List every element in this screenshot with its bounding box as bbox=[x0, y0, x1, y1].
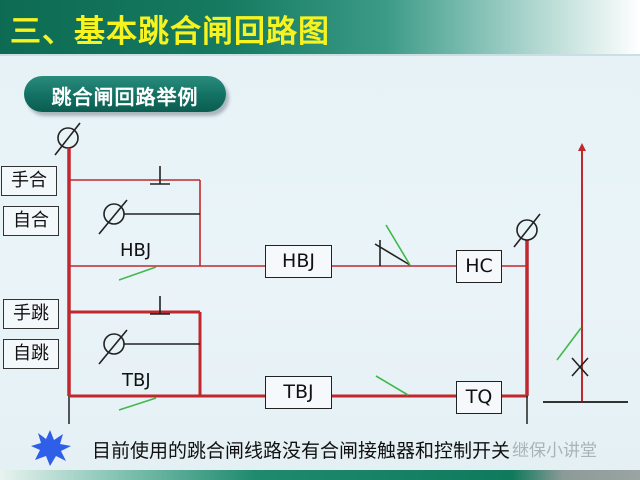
label-manual-close: 手合 bbox=[1, 166, 57, 196]
tbj-coil-label: TBJ bbox=[122, 370, 151, 391]
label-auto-close: 自合 bbox=[3, 206, 59, 236]
footer-note: 目前使用的跳合闸线路没有合闸接触器和控制开关 bbox=[92, 440, 511, 462]
subtitle-pill: 跳合闸回路举例 bbox=[24, 76, 226, 112]
hbj-relay-box: HBJ bbox=[265, 245, 332, 278]
tbj-holding-contact bbox=[150, 296, 170, 315]
star-bullet-icon bbox=[31, 430, 71, 466]
hbj-coil-label: HBJ bbox=[120, 240, 152, 261]
close-aux-contact bbox=[374, 224, 411, 266]
trip-aux-contact bbox=[375, 375, 409, 396]
hbj-green-contact bbox=[118, 266, 157, 281]
subtitle-label: 跳合闸回路举例 bbox=[51, 85, 199, 109]
bottom-bar bbox=[0, 470, 640, 480]
label-auto-trip: 自跳 bbox=[3, 339, 59, 369]
tbj-green-contact bbox=[118, 397, 157, 411]
terminal-symbol-right bbox=[513, 213, 541, 248]
tbj-relay-box: TBJ bbox=[265, 376, 332, 409]
hbj-holding-contact bbox=[150, 166, 170, 185]
tbj-coil-symbol bbox=[98, 329, 200, 365]
label-manual-trip: 手跳 bbox=[3, 299, 59, 329]
hbj-coil-symbol bbox=[98, 199, 200, 235]
arrow-head-icon bbox=[578, 143, 586, 151]
hc-coil-box: HC bbox=[456, 250, 502, 283]
watermark: 继保小讲堂 bbox=[512, 441, 597, 461]
disconnect-x-icon bbox=[571, 357, 589, 377]
disconnect-green-contact bbox=[556, 327, 582, 361]
tq-coil-box: TQ bbox=[456, 381, 502, 414]
page-title: 三、基本跳合闸回路图 bbox=[10, 14, 330, 50]
title-bar: 三、基本跳合闸回路图 bbox=[0, 0, 640, 56]
